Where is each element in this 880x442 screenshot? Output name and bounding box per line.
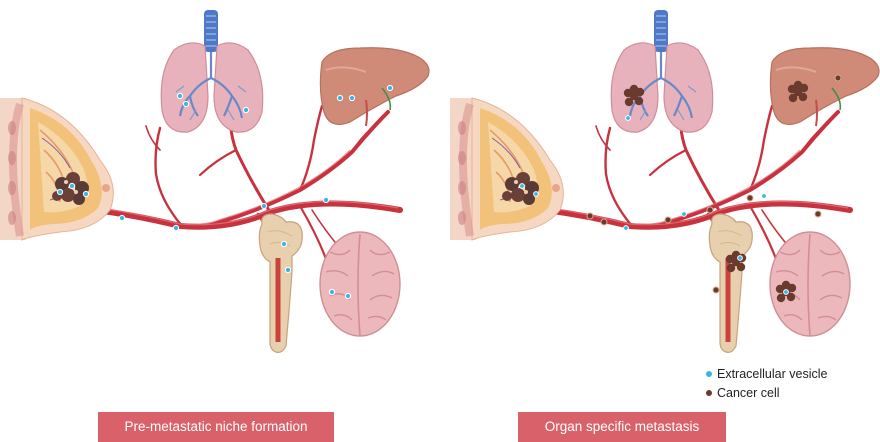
brain-organ [320,232,400,336]
legend-label: Extracellular vesicle [717,367,827,381]
cancer-cell-icon [707,207,713,213]
cancer-cell-icon [787,293,795,301]
vesicle-dot-icon [534,192,539,197]
cancer-cell-icon [782,281,790,289]
cancer-cell-icon [727,264,735,272]
cancer-cell-icon [835,75,841,81]
bone-organ [709,214,752,352]
vesicle-dot-icon [345,293,350,298]
right-panel [450,10,879,352]
vesicle-dot-icon [281,241,286,246]
legend-item-vesicle: Extracellular vesicle [706,367,827,381]
vesicle-dot-icon [173,225,178,230]
lungs-organ [611,10,713,132]
vesicle-dot-icon [323,197,328,202]
vesicle-dot-icon [387,85,392,90]
liver-organ [770,48,879,126]
vesicle-dot-icon [329,289,334,294]
vesicle-dot-icon [349,95,354,100]
vesicle-dot-icon [626,116,631,121]
cancer-cell-icon [587,213,593,219]
vesicle-dot-icon [243,107,248,112]
breast-organ [0,98,113,240]
vesicle-dot-icon [337,95,342,100]
vesicle-dot-icon [83,191,88,196]
cancer-cell-icon [794,81,802,89]
vesicle-dot-icon [177,93,182,98]
legend-label: Cancer cell [717,386,780,400]
cancer-cell-icon [737,263,745,271]
cancer-cell-icon [635,97,643,105]
panel-label-organ-metastasis: Organ specific metastasis [518,412,726,442]
cancer-cell-icon [777,294,785,302]
vesicle-dot-icon [738,256,743,261]
vesicle-dot-icon [682,212,687,217]
cancer-cell-icon [789,94,797,102]
cancer-cell-icon [706,390,712,396]
vesicle-dot-icon [69,183,74,188]
panel-label-pre-metastatic: Pre-metastatic niche formation [98,412,334,442]
vesicle-dot-icon [183,101,188,106]
breast-organ [450,98,563,240]
lungs-organ [161,10,263,132]
vesicle-dot-icon [762,194,767,199]
vesicle-dot-icon [285,267,290,272]
left-panel [0,10,429,352]
vesicle-dot-icon [119,215,124,220]
legend-item-cancer-cell: Cancer cell [706,386,780,400]
cancer-cell-icon [601,219,607,225]
vesicle-dot-icon [261,203,266,208]
vesicle-dot-icon [624,226,629,231]
liver-organ [320,48,429,126]
cancer-cell-icon [665,217,671,223]
cancer-cell-icon [713,287,719,293]
vesicle-dot-icon [784,290,789,295]
vesicle-dot-icon [706,371,712,377]
cancer-cell-icon [815,211,821,217]
bone-organ [259,214,302,352]
cancer-cell-icon [799,93,807,101]
cancer-cell-icon [630,85,638,93]
vesicle-dot-icon [520,184,525,189]
vesicle-dot-icon [57,189,62,194]
cancer-cell-icon [747,195,753,201]
cancer-cell-icon [625,98,633,106]
